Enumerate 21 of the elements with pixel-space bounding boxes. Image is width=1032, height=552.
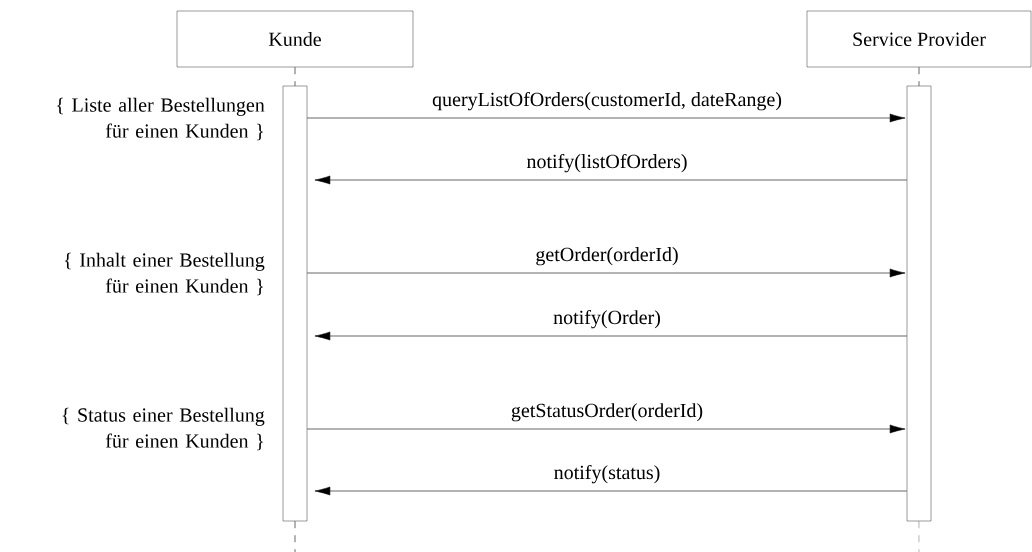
message-arrow: [314, 486, 908, 496]
message-arrow: [306, 113, 906, 123]
message-arrow: [306, 268, 906, 278]
message-arrow: [314, 331, 908, 341]
message-label: notify(listOfOrders): [526, 153, 687, 173]
lifeline-box: Service Provider: [806, 10, 1032, 68]
activation-bar: [906, 85, 932, 522]
message-label: notify(status): [554, 464, 660, 484]
note-text: { Inhalt einer Bestellung für einen Kunden }: [64, 252, 265, 296]
lifeline-box: Kunde: [176, 10, 414, 68]
message-arrow: [314, 175, 908, 185]
note-text: { Liste aller Bestellungen für einen Kunden }: [57, 97, 265, 141]
lifeline: [294, 66, 296, 87]
message-label: notify(Order): [553, 309, 660, 329]
note-text: { Status einer Bestellung für einen Kunden }: [62, 407, 265, 451]
message-label: queryListOfOrders(customerId, dateRange): [432, 91, 782, 111]
message-arrow: [306, 424, 906, 434]
message-label: getOrder(orderId): [536, 247, 678, 266]
activation-bar: [282, 85, 308, 522]
lifeline: [918, 66, 920, 87]
message-label: getStatusOrder(orderId): [511, 403, 703, 422]
